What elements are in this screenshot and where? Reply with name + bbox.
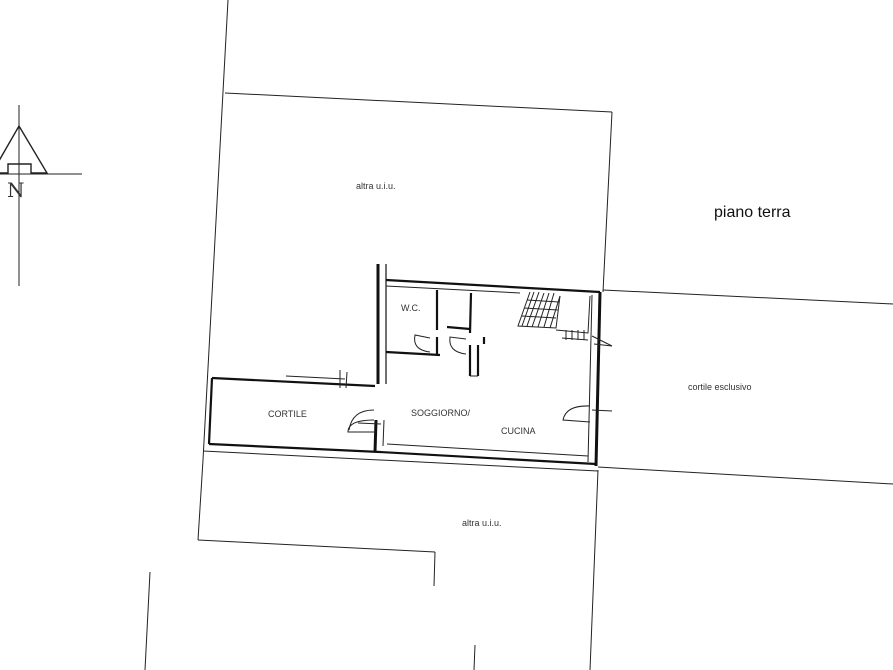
north-letter: N [7, 178, 25, 202]
unit-walls [373, 264, 602, 467]
label-wc: W.C. [401, 303, 421, 313]
door-swings [347, 334, 613, 433]
floor-title: piano terra [714, 204, 791, 221]
staircase [517, 291, 613, 347]
label-cucina: CUCINA [501, 426, 536, 436]
label-soggiorno: SOGGIORNO/ [411, 408, 471, 418]
property-lines [144, 0, 893, 670]
label-cortile: CORTILE [268, 409, 307, 419]
label-altra-bottom: altra u.i.u. [462, 518, 502, 528]
cortile-area [207, 370, 381, 454]
north-arrow-icon [0, 105, 82, 286]
label-altra-top: altra u.i.u. [356, 181, 396, 191]
label-cortile-esclusivo: cortile esclusivo [688, 382, 752, 392]
